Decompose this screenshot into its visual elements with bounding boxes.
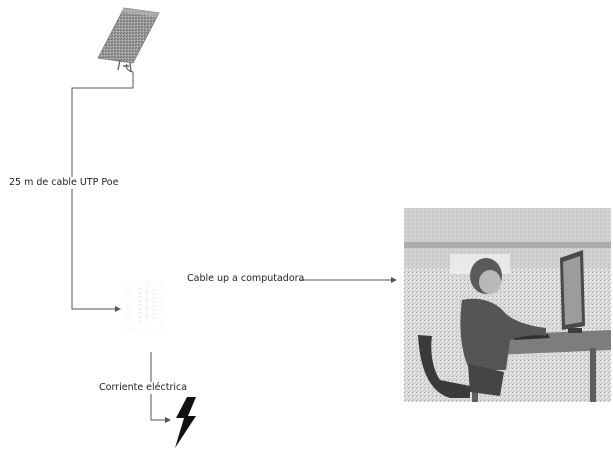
cable-poe-line	[71, 72, 134, 312]
child-at-computer-image	[404, 208, 611, 402]
label-cable-poe: 25 m de cable UTP Poe	[8, 177, 120, 189]
label-power: Corriente eléctrica	[98, 382, 189, 394]
lightning-bolt-icon	[175, 397, 196, 448]
power-line	[150, 352, 171, 423]
label-cable-pc: Cable up a computadora	[187, 273, 305, 284]
poe-injector-icon	[127, 281, 163, 331]
panel-antenna-icon	[97, 7, 160, 73]
